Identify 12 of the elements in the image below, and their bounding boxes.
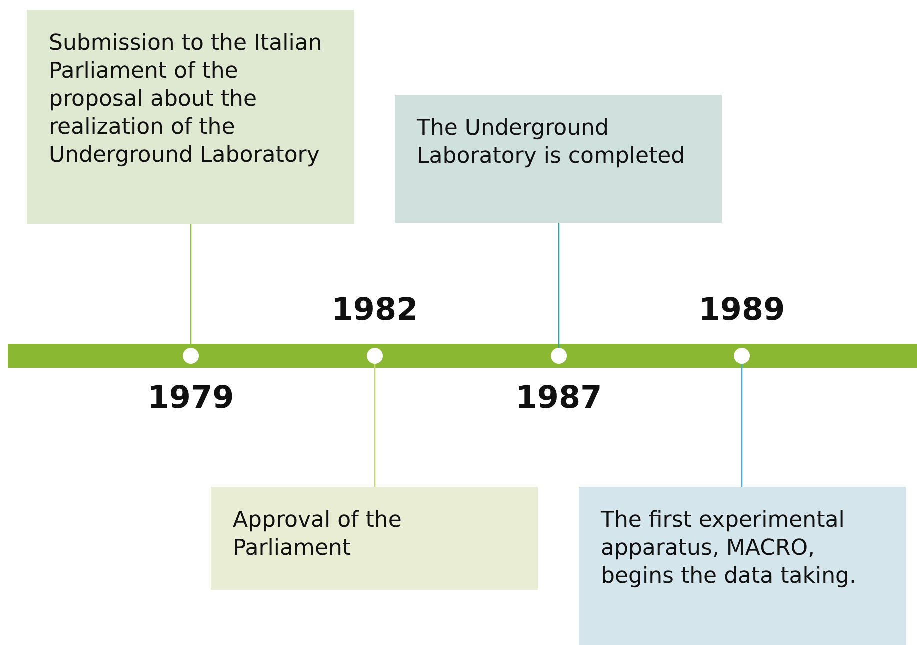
event-box: The Underground Laboratory is completed bbox=[395, 95, 722, 223]
year-label: 1982 bbox=[330, 292, 420, 328]
year-label: 1989 bbox=[698, 292, 786, 328]
year-label: 1979 bbox=[146, 380, 236, 416]
event-box: Approval of the Parliament bbox=[211, 487, 538, 590]
event-box: Submission to the Italian Parliament of the proposal about the realization of the Underground Laboratory bbox=[27, 10, 354, 224]
event-box: The first experimental apparatus, MACRO, begins the data taking. bbox=[579, 487, 906, 645]
leader-line bbox=[741, 364, 743, 487]
leader-line bbox=[190, 224, 192, 348]
leader-line bbox=[374, 364, 376, 487]
year-label: 1987 bbox=[514, 380, 604, 416]
leader-line bbox=[558, 223, 560, 348]
